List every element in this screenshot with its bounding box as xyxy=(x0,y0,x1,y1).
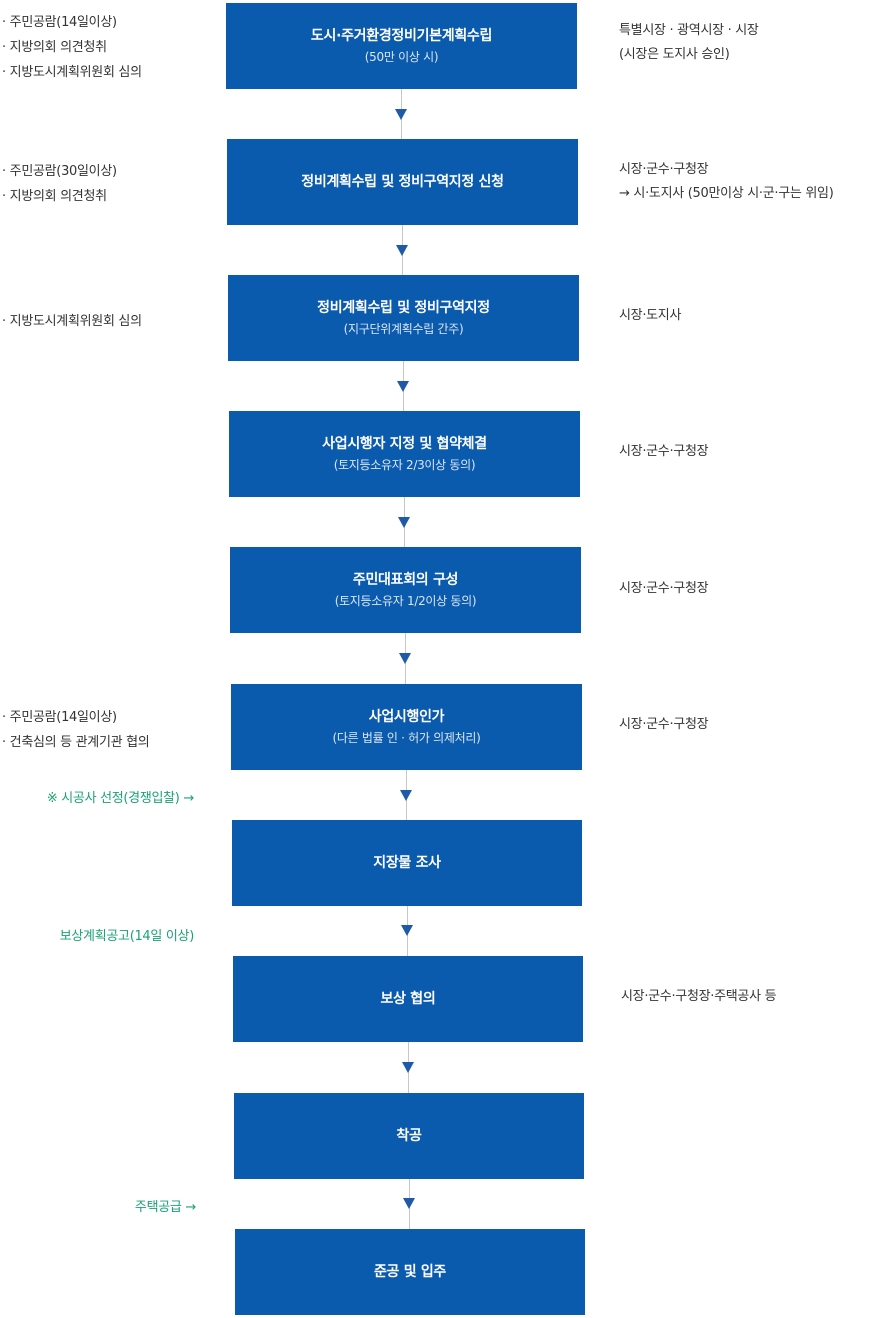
step-title: 착공 xyxy=(396,1128,422,1144)
left-note-step2: · 주민공람(30일이상) · 지방의회 의견청취 xyxy=(2,159,117,209)
note-line: 시장·군수·구청장 xyxy=(619,717,709,732)
note-line: · 지방도시계획위원회 심의 xyxy=(2,314,142,329)
right-note-step2: 시장·군수·구청장 → 시·도지사 (50만이상 시·군·구는 위임) xyxy=(619,158,834,206)
down-arrow-icon xyxy=(400,790,412,801)
step-title: 도시·주거환경정비기본계획수립 xyxy=(310,28,493,44)
note-line: 시장·군수·구청장 xyxy=(619,581,709,596)
step-box-resident-council: 주민대표회의 구성 (토지등소유자 1/2이상 동의) xyxy=(230,547,581,633)
note-line: · 지방의회 의견청취 xyxy=(2,40,107,55)
step-box-project-approval: 사업시행인가 (다른 법률 인 · 허가 의제처리) xyxy=(231,684,582,770)
right-note-step1: 특별시장 · 광역시장 · 시장 (시장은 도지사 승인) xyxy=(619,19,759,67)
compensation-notice-note: 보상계획공고(14일 이상) xyxy=(59,929,195,944)
step-subtitle: (토지등소유자 1/2이상 동의) xyxy=(334,594,477,608)
down-arrow-icon xyxy=(403,1198,415,1209)
note-line: · 건축심의 등 관계기관 협의 xyxy=(2,735,150,750)
step-title: 지장물 조사 xyxy=(373,855,441,871)
step-title: 준공 및 입주 xyxy=(373,1264,447,1280)
note-line: · 주민공람(14일이상) xyxy=(2,15,117,30)
right-note-step8: 시장·군수·구청장·주택공사 등 xyxy=(621,985,777,1009)
down-arrow-icon xyxy=(395,109,407,120)
note-line: · 주민공람(30일이상) xyxy=(2,164,117,179)
step-box-construction-start: 착공 xyxy=(234,1093,584,1179)
step-title: 정비계획수립 및 정비구역지정 신청 xyxy=(301,174,504,190)
down-arrow-icon xyxy=(396,245,408,256)
down-arrow-icon xyxy=(399,653,411,664)
note-line: · 주민공람(14일이상) xyxy=(2,710,117,725)
step-subtitle: (토지등소유자 2/3이상 동의) xyxy=(333,458,476,472)
step-box-plan-basic: 도시·주거환경정비기본계획수립 (50만 이상 시) xyxy=(226,3,577,89)
step-box-obstacle-survey: 지장물 조사 xyxy=(232,820,582,906)
step-box-compensation: 보상 협의 xyxy=(233,956,583,1042)
step-box-completion: 준공 및 입주 xyxy=(235,1229,585,1315)
note-line: 시장·군수·구청장·주택공사 등 xyxy=(621,989,777,1004)
down-arrow-icon xyxy=(402,1062,414,1073)
left-note-step6: · 주민공람(14일이상) · 건축심의 등 관계기관 협의 xyxy=(2,705,150,755)
note-line: 특별시장 · 광역시장 · 시장 xyxy=(619,23,759,38)
step-box-zone-application: 정비계획수립 및 정비구역지정 신청 xyxy=(227,139,578,225)
note-line: → 시·도지사 (50만이상 시·군·구는 위임) xyxy=(619,186,834,201)
housing-supply-note: 주택공급 → xyxy=(134,1200,196,1215)
note-line: 시장·군수·구청장 xyxy=(619,444,709,459)
step-title: 주민대표회의 구성 xyxy=(352,572,459,588)
right-note-step5: 시장·군수·구청장 xyxy=(619,577,709,601)
right-note-step4: 시장·군수·구청장 xyxy=(619,440,709,464)
step-subtitle: (다른 법률 인 · 허가 의제처리) xyxy=(332,731,481,745)
step-title: 사업시행자 지정 및 협약체결 xyxy=(322,436,487,452)
right-note-step3: 시장·도지사 xyxy=(619,304,681,328)
right-note-step6: 시장·군수·구청장 xyxy=(619,713,709,737)
down-arrow-icon xyxy=(401,925,413,936)
note-line: 시장·도지사 xyxy=(619,308,682,323)
left-note-step3: · 지방도시계획위원회 심의 xyxy=(2,309,142,334)
step-title: 사업시행인가 xyxy=(368,709,445,725)
down-arrow-icon xyxy=(397,381,409,392)
left-note-step1: · 주민공람(14일이상) · 지방의회 의견청취 · 지방도시계획위원회 심의 xyxy=(2,10,142,85)
note-line: · 지방의회 의견청취 xyxy=(2,189,107,204)
step-subtitle: (지구단위계획수립 간주) xyxy=(343,322,464,336)
note-line: (시장은 도지사 승인) xyxy=(619,47,730,62)
step-box-zone-designation: 정비계획수립 및 정비구역지정 (지구단위계획수립 간주) xyxy=(228,275,579,361)
down-arrow-icon xyxy=(398,517,410,528)
step-box-operator-agreement: 사업시행자 지정 및 협약체결 (토지등소유자 2/3이상 동의) xyxy=(229,411,580,497)
step-title: 보상 협의 xyxy=(380,991,436,1007)
note-line: 시장·군수·구청장 xyxy=(619,162,709,177)
contractor-selection-note: ※ 시공사 선정(경쟁입찰) → xyxy=(46,791,194,806)
step-subtitle: (50만 이상 시) xyxy=(364,50,439,64)
note-line: · 지방도시계획위원회 심의 xyxy=(2,65,142,80)
step-title: 정비계획수립 및 정비구역지정 xyxy=(317,300,490,316)
